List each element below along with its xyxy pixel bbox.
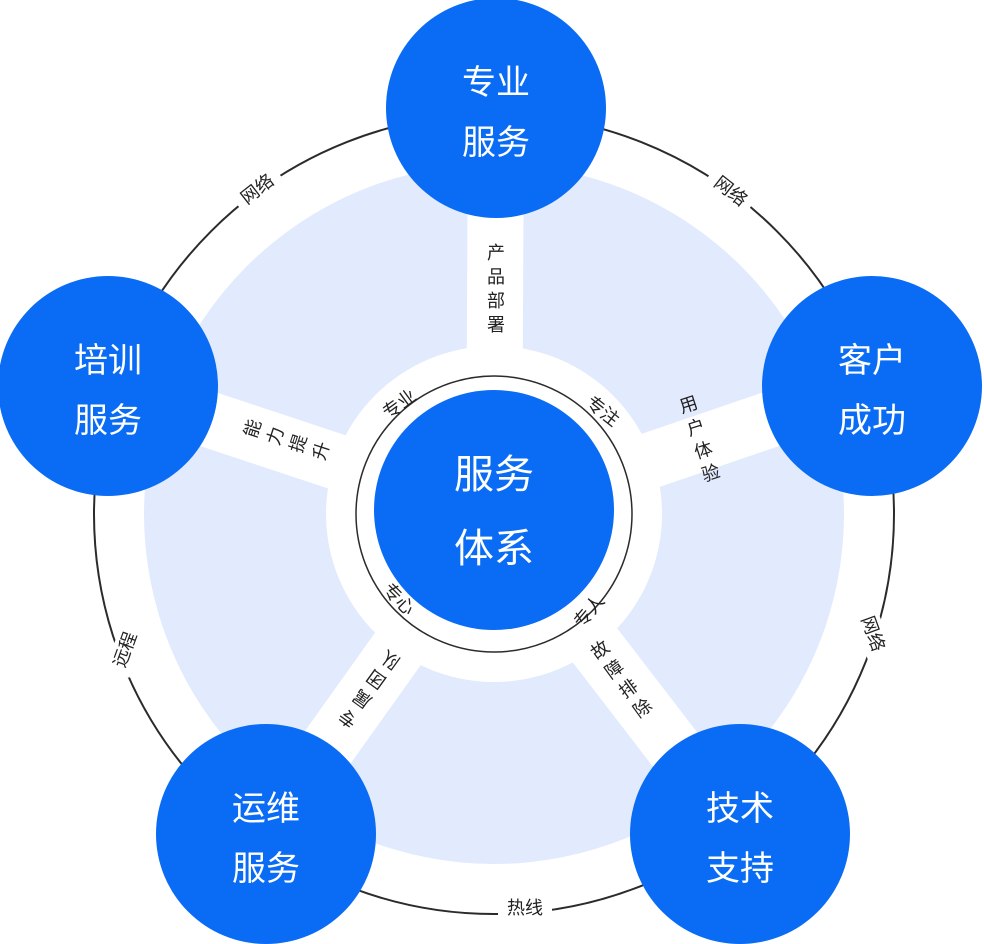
outer-label-upper-right: 网络	[701, 164, 759, 218]
node-ops-service: 运维 服务	[156, 724, 376, 944]
center-title-line2: 体系	[454, 526, 534, 572]
node-circle	[630, 724, 850, 944]
center-title-line1: 服务	[454, 452, 534, 498]
node-training-service: 培训 服务	[0, 276, 218, 496]
node-label-line2: 服务	[462, 123, 530, 163]
node-label-line2: 服务	[232, 849, 300, 889]
spoke-char: 验	[699, 461, 723, 487]
spoke-label-top: 产 品 部 署	[487, 243, 505, 336]
outer-label-text: 热线	[507, 898, 543, 919]
node-label-line2: 成功	[838, 401, 906, 441]
node-circle	[386, 0, 606, 218]
node-label-line1: 培训	[74, 341, 142, 381]
node-professional-service: 专业 服务	[386, 0, 606, 218]
label-pad	[104, 620, 148, 678]
label-pad	[229, 162, 287, 216]
node-tech-support: 技术 支持	[630, 724, 850, 944]
spoke-char: 能	[241, 417, 267, 441]
node-circle	[156, 724, 376, 944]
node-circle	[762, 276, 982, 496]
node-circle	[0, 276, 218, 496]
spoke-char: 署	[487, 315, 505, 336]
outer-label-bottom: 热线	[498, 895, 552, 921]
spoke-char: 体	[692, 438, 716, 464]
node-label-line2: 支持	[706, 849, 774, 889]
node-customer-success: 客户 成功	[762, 276, 982, 496]
node-label-line2: 服务	[74, 401, 142, 441]
spoke-char: 品	[487, 267, 505, 288]
node-label-line1: 客户	[838, 341, 906, 381]
label-pad	[498, 895, 552, 921]
spoke-label-left: 能 力 提 升	[241, 417, 335, 463]
label-pad	[850, 604, 894, 662]
node-label-line1: 专业	[462, 63, 530, 103]
outer-label-right: 网络	[850, 604, 894, 662]
inner-thin-ring	[355, 375, 633, 653]
spoke-char: 提	[286, 432, 312, 456]
label-pad	[701, 164, 759, 218]
spoke-char: 户	[684, 415, 708, 441]
spoke-char: 用	[677, 393, 701, 419]
spoke-char: 升	[309, 439, 335, 463]
spoke-char: 产	[487, 243, 505, 264]
spoke-char: 部	[487, 291, 505, 312]
spoke-label-right: 用 户 体 验	[677, 393, 723, 487]
node-label-line1: 运维	[232, 789, 300, 829]
center-circle	[374, 390, 614, 630]
spoke-char: 力	[263, 424, 289, 448]
node-label-line1: 技术	[706, 789, 774, 829]
